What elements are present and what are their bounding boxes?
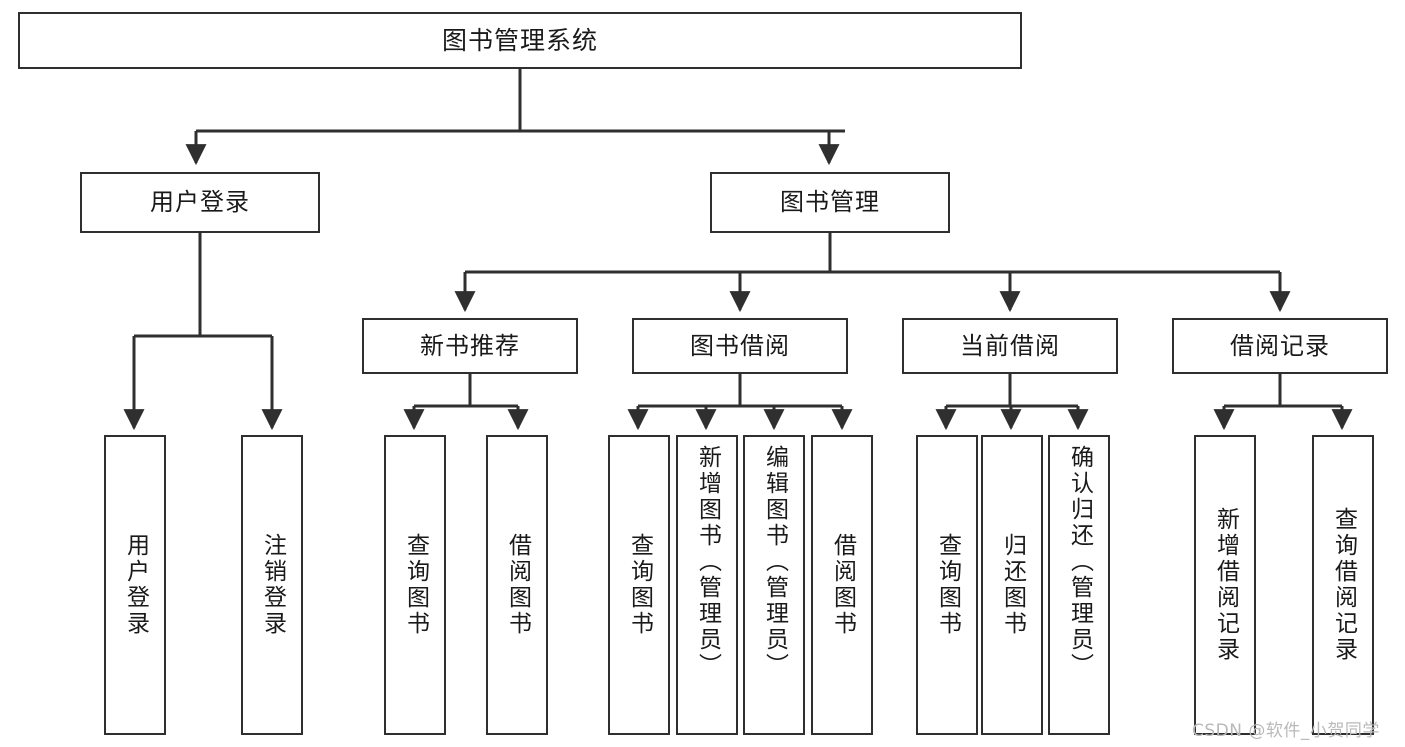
node-book-management[interactable]: 图书管理: [710, 172, 950, 233]
node-label: 图书借阅: [690, 331, 790, 360]
leaf-query-borrow-record[interactable]: 查询借阅记录: [1312, 435, 1374, 735]
node-label: 查询借阅记录: [1330, 507, 1357, 663]
node-label: 编辑图书（管理员）: [761, 445, 788, 679]
leaf-return-book[interactable]: 归还图书: [981, 435, 1043, 735]
node-label: 图书管理: [780, 188, 880, 217]
leaf-query-book-borrow[interactable]: 查询图书: [608, 435, 670, 735]
leaf-borrow-book[interactable]: 借阅图书: [811, 435, 873, 735]
node-label: 新增图书（管理员）: [694, 445, 721, 679]
node-label: 查询图书: [626, 533, 653, 637]
node-label: 借阅记录: [1230, 331, 1330, 360]
node-current-borrow[interactable]: 当前借阅: [902, 318, 1118, 374]
leaf-query-book-recommend[interactable]: 查询图书: [384, 435, 446, 735]
node-label: 借阅图书: [504, 533, 531, 637]
leaf-edit-book-admin[interactable]: 编辑图书（管理员）: [743, 435, 805, 735]
leaf-add-borrow-record[interactable]: 新增借阅记录: [1194, 435, 1256, 735]
node-borrow-record[interactable]: 借阅记录: [1172, 318, 1388, 374]
node-book-borrow[interactable]: 图书借阅: [632, 318, 848, 374]
node-user-login[interactable]: 用户登录: [80, 172, 320, 233]
node-label: 注销登录: [259, 533, 286, 637]
node-label: 当前借阅: [960, 331, 1060, 360]
node-label: 图书管理系统: [441, 25, 598, 55]
node-label: 借阅图书: [829, 533, 856, 637]
leaf-borrow-book-recommend[interactable]: 借阅图书: [486, 435, 548, 735]
leaf-add-book-admin[interactable]: 新增图书（管理员）: [676, 435, 738, 735]
node-label: 确认归还（管理员）: [1066, 445, 1093, 679]
csdn-watermark: CSDN @软件_小贺同学: [1192, 721, 1380, 741]
node-label: 新增借阅记录: [1212, 507, 1239, 663]
node-label: 归还图书: [999, 533, 1026, 637]
node-new-book-recommend[interactable]: 新书推荐: [362, 318, 578, 374]
node-label: 用户登录: [122, 533, 149, 637]
node-label: 查询图书: [402, 533, 429, 637]
leaf-confirm-return-admin[interactable]: 确认归还（管理员）: [1048, 435, 1110, 735]
node-root-book-management-system[interactable]: 图书管理系统: [18, 12, 1022, 69]
leaf-logout[interactable]: 注销登录: [241, 435, 303, 735]
node-label: 用户登录: [150, 188, 250, 217]
leaf-user-login[interactable]: 用户登录: [104, 435, 166, 735]
node-label: 查询图书: [934, 533, 961, 637]
node-label: 新书推荐: [420, 331, 520, 360]
leaf-query-book-current[interactable]: 查询图书: [916, 435, 978, 735]
